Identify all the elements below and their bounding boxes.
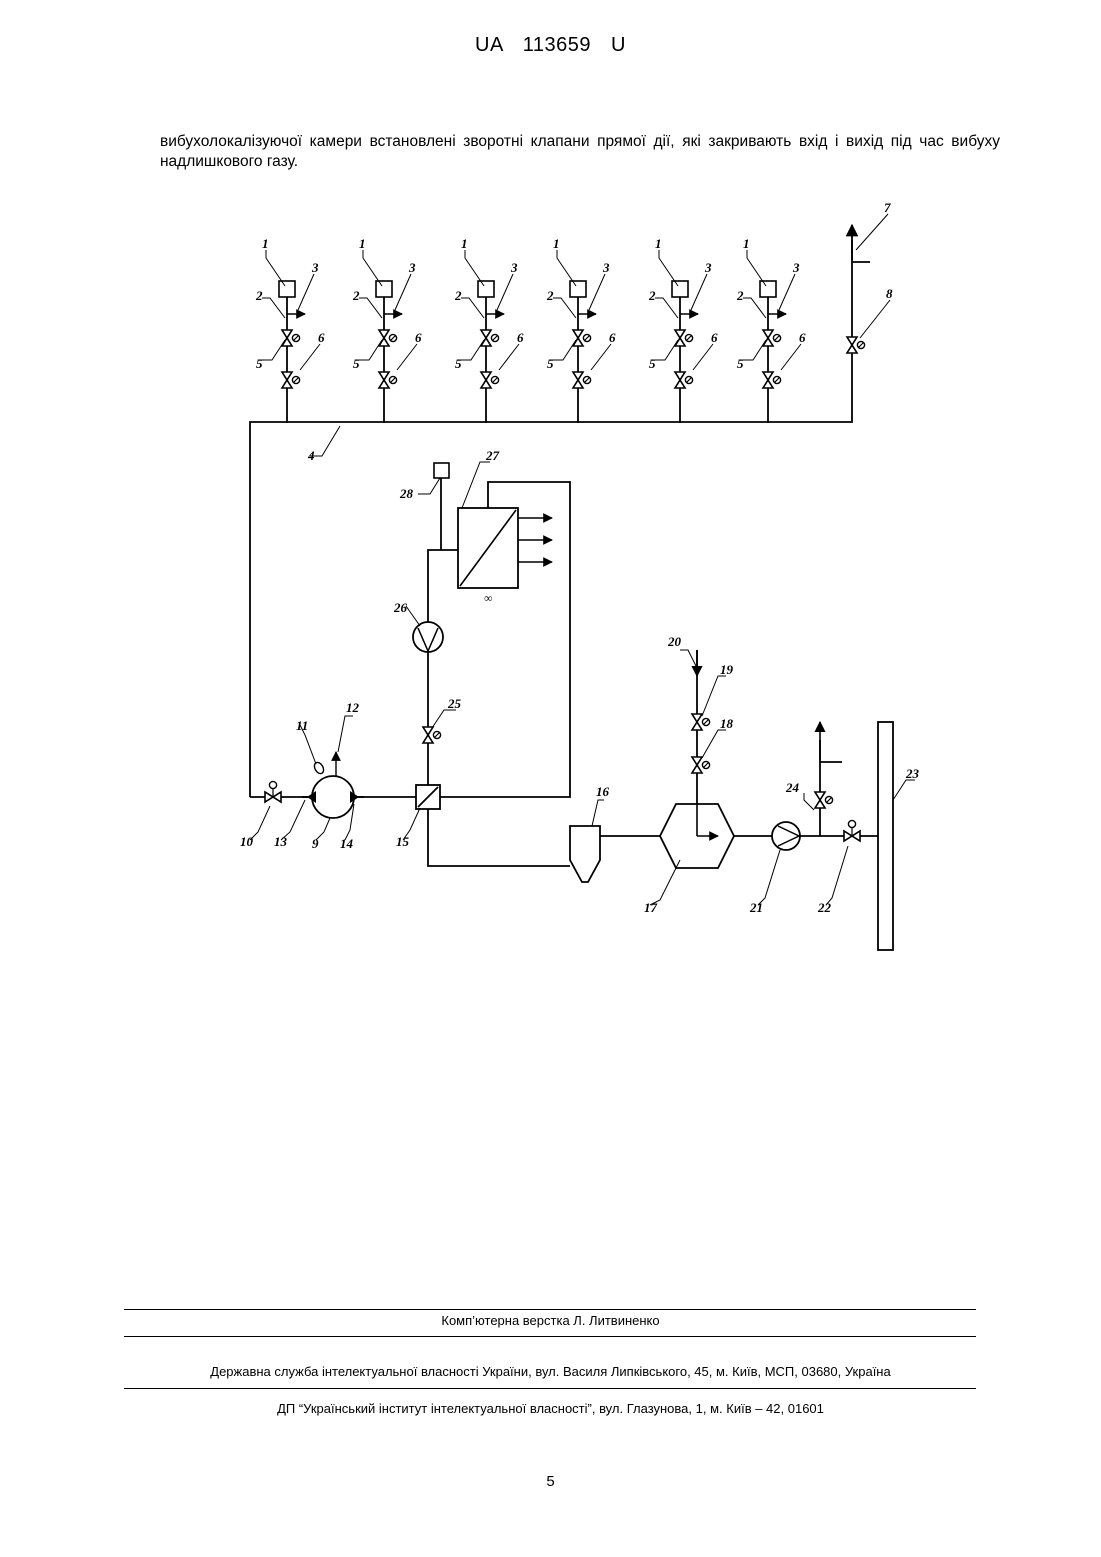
label-5f: 5 <box>737 356 744 371</box>
label-26: 26 <box>393 600 408 615</box>
document-id-header: UA 113659 U <box>0 34 1101 57</box>
label-17: 17 <box>644 900 658 915</box>
label-5d: 5 <box>547 356 554 371</box>
label-16: 16 <box>596 784 610 799</box>
label-20: 20 <box>667 634 682 649</box>
label-5c: 5 <box>455 356 462 371</box>
label-21: 21 <box>749 900 763 915</box>
process-scheme-figure: ∞ <box>220 195 920 970</box>
label-6f: 6 <box>799 330 806 345</box>
label-5b: 5 <box>353 356 360 371</box>
label-1c: 1 <box>461 236 468 251</box>
label-10: 10 <box>240 834 254 849</box>
footer-institute: ДП “Український інститут інтелектуальної… <box>0 1401 1101 1416</box>
label-1b: 1 <box>359 236 366 251</box>
label-12: 12 <box>346 700 360 715</box>
label-14: 14 <box>340 836 354 851</box>
label-11: 11 <box>296 718 308 733</box>
label-5e: 5 <box>649 356 656 371</box>
svg-text:∞: ∞ <box>484 591 493 605</box>
label-27: 27 <box>485 448 500 463</box>
label-6: 6 <box>318 330 325 345</box>
label-15: 15 <box>396 834 410 849</box>
label-1: 1 <box>262 236 269 251</box>
label-2b: 2 <box>352 288 360 303</box>
footer-rule-middle <box>124 1336 976 1337</box>
label-1d: 1 <box>553 236 560 251</box>
label-2c: 2 <box>454 288 462 303</box>
label-1e: 1 <box>655 236 662 251</box>
label-19: 19 <box>720 662 734 677</box>
label-18: 18 <box>720 716 734 731</box>
label-13: 13 <box>274 834 288 849</box>
label-22: 22 <box>817 900 832 915</box>
label-3b: 3 <box>408 260 416 275</box>
label-3e: 3 <box>704 260 712 275</box>
label-3f: 3 <box>792 260 800 275</box>
label-5: 5 <box>256 356 263 371</box>
label-7: 7 <box>884 200 891 215</box>
label-2d: 2 <box>546 288 554 303</box>
label-4: 4 <box>307 448 315 463</box>
label-8: 8 <box>886 286 893 301</box>
footer-typesetting: Комп’ютерна верстка Л. Литвиненко <box>0 1313 1101 1328</box>
label-28: 28 <box>399 486 414 501</box>
body-paragraph: вибухолокалізуючої камери встановлені зв… <box>160 132 1000 172</box>
label-23: 23 <box>905 766 920 781</box>
label-9: 9 <box>312 836 319 851</box>
footer-rule-top <box>124 1309 976 1310</box>
footer-agency: Державна служба інтелектуальної власност… <box>0 1364 1101 1379</box>
label-6c: 6 <box>517 330 524 345</box>
label-2e: 2 <box>648 288 656 303</box>
label-2: 2 <box>255 288 263 303</box>
label-3: 3 <box>311 260 319 275</box>
label-3c: 3 <box>510 260 518 275</box>
process-scheme-drawing: ∞ <box>220 195 920 965</box>
label-1f: 1 <box>743 236 750 251</box>
label-6d: 6 <box>609 330 616 345</box>
label-24: 24 <box>785 780 800 795</box>
label-25: 25 <box>447 696 462 711</box>
label-6e: 6 <box>711 330 718 345</box>
label-2f: 2 <box>736 288 744 303</box>
label-6b: 6 <box>415 330 422 345</box>
page-number: 5 <box>0 1473 1101 1490</box>
footer-rule-bottom <box>124 1388 976 1389</box>
label-3d: 3 <box>602 260 610 275</box>
